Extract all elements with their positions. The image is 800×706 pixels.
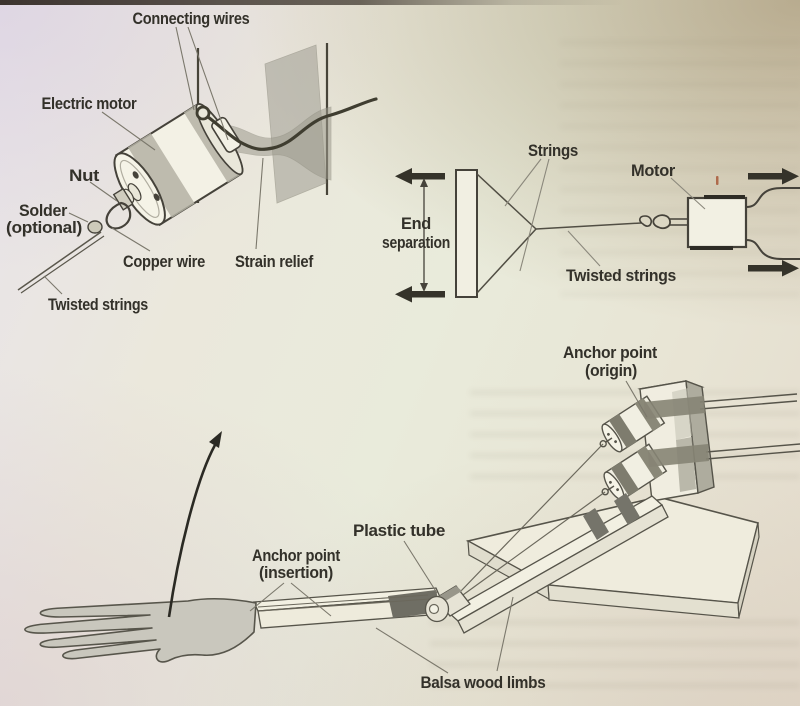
motor-wire-top [745,187,800,208]
string-bottom [476,228,537,294]
label-connecting-wires: Connecting wires [133,10,250,28]
label-end-separation-line2: separation [382,234,450,252]
wire-terminal-loop [195,105,211,121]
twisted-string-line [17,231,102,291]
electric-motor-body [112,103,244,227]
motor-box [686,196,748,249]
connecting-wire [206,97,378,151]
motor-face-hole [132,171,139,179]
copper-wire-hook [105,201,132,230]
end-bar [455,169,478,298]
actuator-string [259,598,431,612]
actuator-string [459,443,604,593]
twisted-string-line [20,235,105,294]
leader-lines [504,158,706,272]
label-electric-motor: Electric motor [42,95,138,113]
label-anchor-origin-line2: (origin) [585,362,637,380]
measure-arrowhead-bottom [420,283,428,292]
label-balsa-wood-limbs: Balsa wood limbs [421,674,546,692]
motor-wire-bottom [745,239,800,260]
rotation-arrows [748,168,799,277]
string-loop [639,215,653,227]
label-nut: Nut [69,167,100,185]
label-motor: Motor [631,162,676,180]
label-plastic-tube: Plastic tube [353,522,445,540]
label-strain-relief: Strain relief [235,253,314,271]
robotic-arm-diagram: Anchor point (origin) Plastic tube Ancho… [24,344,800,692]
solder-blob [87,220,103,234]
label-end-separation-line1: End [401,215,431,233]
motor-strap [644,396,705,419]
label-anchor-origin-line1: Anchor point [563,344,658,362]
motor-wires [699,393,800,460]
plastic-tube-joint [424,585,471,623]
leader-lines [249,380,648,674]
motor-band-front [127,133,195,218]
motor-assembly-diagram: Connecting wires Electric motor Nut Sold… [6,10,378,314]
photo-speck [716,176,719,185]
motor-hook [599,440,607,448]
strain-relief-band [214,106,332,181]
end-separation-arrows [395,168,445,303]
beam-clamp-band [583,508,609,540]
motor-strap [648,444,709,467]
twisted-string-line [535,222,642,230]
label-twisted-strings: Twisted strings [48,296,148,314]
label-anchor-insertion-line2: (insertion) [259,564,333,582]
photo-dark-edge [0,0,800,5]
actuator-string [257,594,429,608]
motor-face-hole [153,193,160,201]
base-board-side [737,522,760,618]
beam-clamp-band [614,493,640,525]
label-copper-wire: Copper wire [123,253,205,271]
label-solder-line1: Solder [19,202,68,220]
actuator-string [455,491,606,601]
leader-lines [43,26,264,295]
hand-silhouette [24,598,257,663]
upper-arm-beam-side [457,504,669,634]
shaft-hook [652,214,671,230]
label-strings: Strings [528,142,578,160]
label-anchor-insertion-line1: Anchor point [252,547,341,565]
measure-arrowhead-top [420,178,428,187]
string-top [476,173,537,230]
motion-arrow-shaft [167,444,217,618]
label-twisted-strings: Twisted strings [566,267,676,285]
string-twisting-diagram: Strings Motor End separation Twisted str… [382,142,800,303]
label-solder-line2: (optional) [6,219,82,237]
motion-arrow-head [209,431,222,448]
